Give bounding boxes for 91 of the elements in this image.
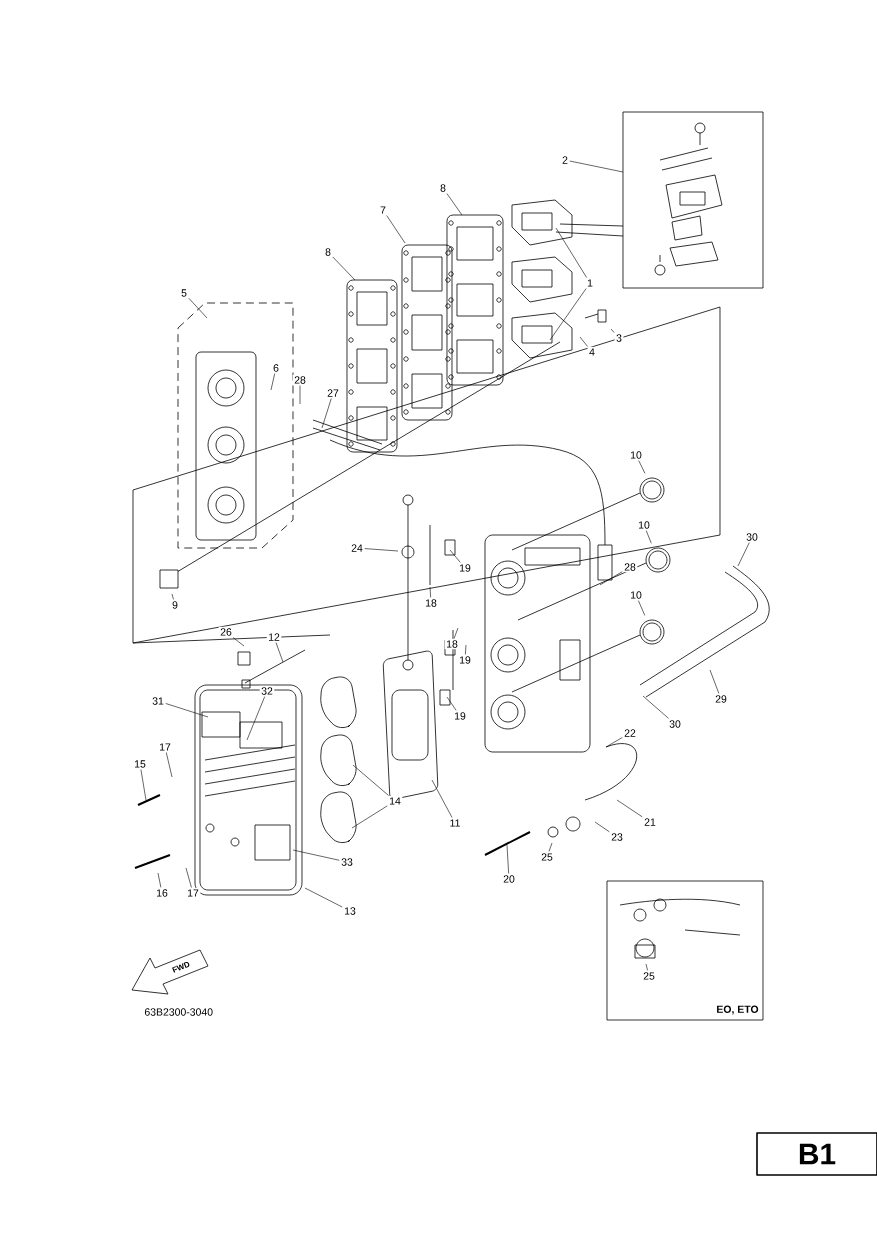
leader-line <box>232 637 245 647</box>
callout-number: 10 <box>628 589 644 601</box>
leader-line <box>275 642 284 663</box>
callout-number: 18 <box>444 638 460 650</box>
callout-number: 17 <box>157 741 173 753</box>
callout-number: 10 <box>636 519 652 531</box>
callout-number: 10 <box>628 449 644 461</box>
callout-number: 2 <box>560 154 570 166</box>
inset-note: EO, ETO <box>717 1005 759 1015</box>
callout-number: 8 <box>323 246 333 258</box>
leader-line <box>332 256 356 281</box>
callout-number: 20 <box>501 873 517 885</box>
callout-number: 26 <box>218 626 234 638</box>
callout-number: 19 <box>457 654 473 666</box>
leader-line <box>165 703 209 718</box>
leader-line <box>171 593 174 600</box>
leader-line <box>638 600 646 616</box>
leader-line <box>246 696 266 741</box>
callout-number: 30 <box>744 531 760 543</box>
callout-number: 28 <box>622 561 638 573</box>
callout-number: 8 <box>438 182 448 194</box>
leader-line <box>599 571 623 586</box>
leader-line <box>188 297 208 319</box>
leader-line <box>638 460 646 474</box>
leader-line <box>386 215 406 244</box>
leader-line <box>352 764 389 796</box>
callout-number: 4 <box>587 346 597 358</box>
leader-line <box>645 530 652 544</box>
leader-line <box>157 872 162 888</box>
leader-line <box>364 548 399 552</box>
callout-number: 19 <box>452 710 468 722</box>
leader-line <box>569 160 624 173</box>
leader-line <box>453 627 459 639</box>
leader-line <box>431 779 453 818</box>
leader-line <box>645 963 648 971</box>
callout-number: 13 <box>342 905 358 917</box>
callout-number: 1 <box>585 277 595 289</box>
leader-line <box>594 821 610 833</box>
leader-line <box>709 669 720 694</box>
leader-line <box>351 805 388 829</box>
callout-number: 28 <box>292 374 308 386</box>
leader-line <box>465 644 467 655</box>
callout-number: 31 <box>150 695 166 707</box>
callout-number: 25 <box>539 851 555 863</box>
callout-number: 11 <box>448 817 462 829</box>
leader-line <box>642 695 669 719</box>
callout-number: 16 <box>154 887 170 899</box>
leader-line <box>140 769 147 801</box>
callout-number: 17 <box>185 887 201 899</box>
callout-number: 12 <box>266 631 282 643</box>
callout-number: 22 <box>622 727 638 739</box>
leader-line <box>610 328 615 333</box>
callout-number: 27 <box>325 387 341 399</box>
callout-number: 9 <box>170 599 180 611</box>
callout-number: 23 <box>609 831 625 843</box>
leader-line <box>506 844 509 874</box>
callout-number: 6 <box>271 362 281 374</box>
leader-line <box>616 799 643 818</box>
callout-number: 14 <box>387 795 403 807</box>
callout-number: 18 <box>423 597 439 609</box>
part-number: 63B2300-3040 <box>144 1008 213 1016</box>
leader-line <box>446 696 457 711</box>
leader-line <box>292 849 340 861</box>
leader-line <box>737 542 750 567</box>
callout-number: 32 <box>259 685 275 697</box>
leader-line <box>166 752 173 778</box>
callout-number: 15 <box>132 758 148 770</box>
leader-line <box>185 867 192 888</box>
leader-line <box>446 193 463 216</box>
leader-line <box>548 842 553 852</box>
leader-line <box>555 227 587 278</box>
leader-line <box>549 288 587 341</box>
callout-number: 5 <box>179 287 189 299</box>
leader-line <box>299 385 301 405</box>
leader-line <box>605 737 623 748</box>
leader-line <box>270 373 276 391</box>
callout-number: 30 <box>667 718 683 730</box>
page-tab: B1 <box>756 1132 877 1176</box>
callout-number: 25 <box>641 970 657 982</box>
leader-line <box>449 549 461 563</box>
callout-number: 7 <box>378 204 388 216</box>
callout-number: 19 <box>457 562 473 574</box>
leader-line <box>429 586 431 598</box>
leader-line <box>304 887 343 908</box>
callout-number: 33 <box>339 856 355 868</box>
callout-number: 21 <box>642 816 658 828</box>
callout-number: 3 <box>614 332 624 344</box>
leader-line <box>579 336 588 347</box>
leader-line <box>321 398 332 429</box>
callout-number: 24 <box>349 542 365 554</box>
callout-number: 29 <box>713 693 729 705</box>
